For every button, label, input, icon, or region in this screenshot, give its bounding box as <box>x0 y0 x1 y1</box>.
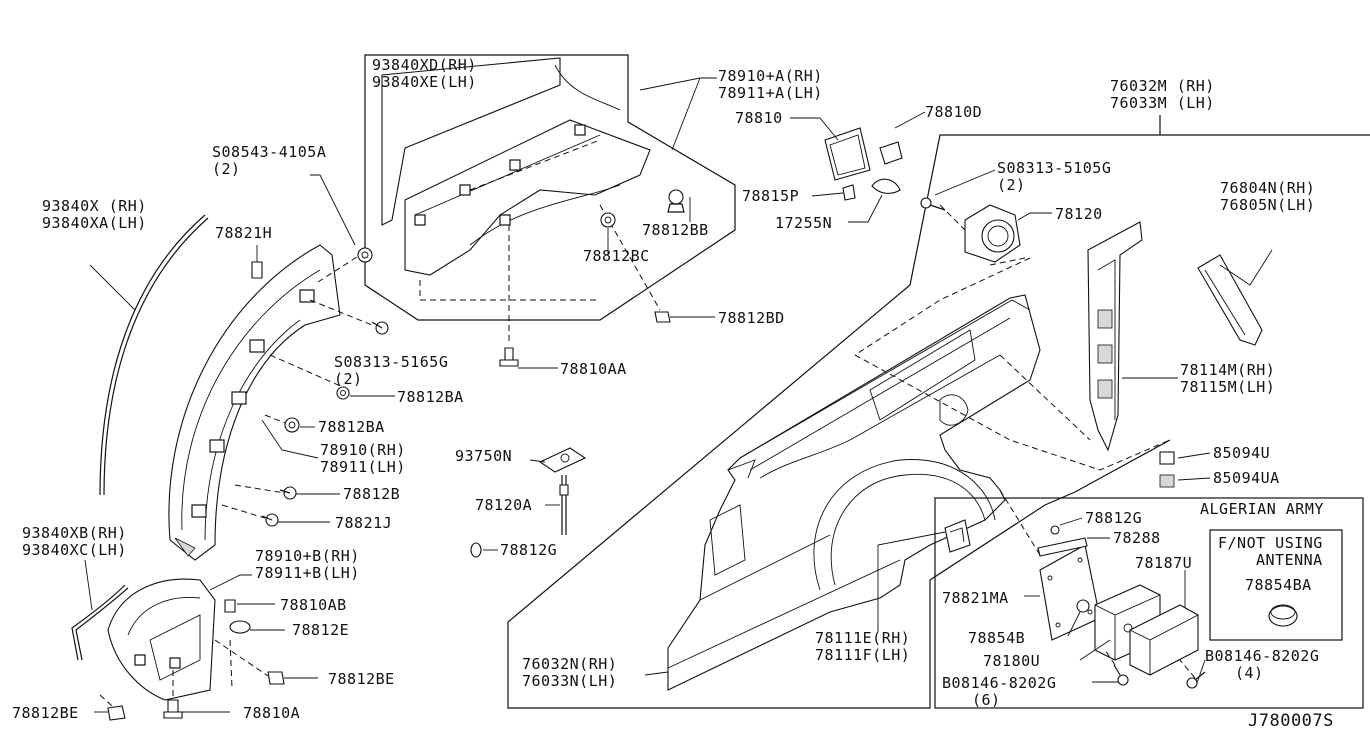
callout-78810ab: 78810AB <box>280 596 347 614</box>
clip-78812bb <box>667 189 685 213</box>
callout-76804n: 76804N(RH)76805N(LH) <box>1220 179 1316 214</box>
clip-78812bd <box>654 311 671 323</box>
plug-78854ba <box>1268 604 1298 627</box>
screw-08543 <box>357 247 373 263</box>
callout-78812bc: 78812BC <box>583 247 650 265</box>
bolt-08146-a <box>1186 671 1206 689</box>
callout-08146-8202g-b: B08146-8202G(6) <box>942 674 1057 709</box>
callout-08146-8202g-a: B08146-8202G(4) <box>1205 647 1320 682</box>
moulding-93840x <box>99 214 209 496</box>
clip-78812be-2 <box>107 705 126 721</box>
screw-78810a <box>163 699 183 719</box>
callout-78910: 78910(RH)78911(LH) <box>320 441 406 476</box>
wheelhouse-liner <box>381 57 651 276</box>
callout-78821h: 78821H <box>215 224 273 242</box>
callout-78812g-2: 78812G <box>500 541 558 559</box>
callout-78910a: 78910+A(RH)78911+A(LH) <box>718 67 823 102</box>
label-85094u <box>1159 451 1175 465</box>
callout-08313-5105g: S08313-5105G(2) <box>997 159 1112 194</box>
callout-76032n: 76032N(RH)76033N(LH) <box>522 655 618 690</box>
callout-85094u: 85094U <box>1213 444 1271 462</box>
callout-78810: 78810 <box>735 109 783 127</box>
callout-76032m: 76032M (RH)76033M (LH) <box>1110 77 1215 112</box>
algerian-army-box <box>934 497 1364 709</box>
callout-78821ma: 78821MA <box>942 589 1009 607</box>
callout-93840xb: 93840XB(RH)93840XC(LH) <box>22 524 127 559</box>
clip-78821j <box>261 513 279 527</box>
callout-78812e: 78812E <box>292 621 350 639</box>
diagram-id: J780007S <box>1248 711 1334 731</box>
unit-78187u <box>1129 604 1199 676</box>
screw-78810ab <box>224 599 236 613</box>
moulding-93840xb <box>71 584 129 661</box>
clip-78812ba-2 <box>284 417 300 433</box>
grommet-78854b <box>1076 599 1090 613</box>
screw-08313-5105g <box>920 197 946 211</box>
callout-78812be-2: 78812BE <box>12 704 79 722</box>
liner-group-boundary <box>364 54 736 321</box>
callout-78812bb: 78812BB <box>642 221 709 239</box>
callout-78815p: 78815P <box>742 187 800 205</box>
trim-76804n <box>1197 254 1263 346</box>
callout-78810aa: 78810AA <box>560 360 627 378</box>
callout-78187u: 78187U <box>1135 554 1193 572</box>
callout-17255n: 17255N <box>775 214 833 232</box>
callout-78180u: 78180U <box>983 652 1041 670</box>
callout-78111e: 78111E(RH)78111F(LH) <box>815 629 911 664</box>
filler-pocket-78120 <box>964 204 1021 263</box>
callout-78854ba: 78854BA <box>1245 576 1312 594</box>
callout-93750n: 93750N <box>455 447 513 465</box>
callout-78812g-1: 78812G <box>1085 509 1143 527</box>
rear-pillar-78114m <box>1087 221 1143 452</box>
callout-78854b: 78854B <box>968 629 1026 647</box>
screw-78810aa <box>499 347 519 367</box>
callout-85094ua: 85094UA <box>1213 469 1280 487</box>
callout-78812b: 78812B <box>343 485 401 503</box>
clip-78812be-1 <box>267 671 285 685</box>
callout-78120a: 78120A <box>475 496 533 514</box>
clip-78812ba-1 <box>336 386 350 400</box>
clip-78812b <box>279 486 297 500</box>
callout-78810a: 78810A <box>243 704 301 722</box>
callout-78812be-1: 78812BE <box>328 670 395 688</box>
rear-body-side-panel-76032n <box>667 294 1041 691</box>
fuel-filler-door-78810 <box>824 127 871 181</box>
callout-78812bd: 78812BD <box>718 309 785 327</box>
callout-08543-4105a: S08543-4105A(2) <box>212 143 327 178</box>
rod-78120a <box>559 475 569 535</box>
callout-78810d: 78810D <box>925 103 983 121</box>
callout-78288: 78288 <box>1113 529 1161 547</box>
callout-93840xd: 93840XD(RH)93840XE(LH) <box>372 56 477 91</box>
callout-78120: 78120 <box>1055 205 1103 223</box>
antenna-note-box <box>1209 529 1343 641</box>
wheel-arch-flare-78910 <box>168 244 341 561</box>
box-title-algerian-army: ALGERIAN ARMY <box>1200 500 1324 518</box>
bracket-93750n <box>538 447 587 473</box>
mud-flap-78910b <box>107 578 216 701</box>
clip-78812g <box>1050 525 1060 535</box>
label-85094ua <box>1159 474 1175 488</box>
callout-08313-5165g: S08313-5165G(2) <box>334 353 449 388</box>
bumper-78810d <box>879 141 903 165</box>
clip-78815p <box>842 184 856 201</box>
clip-78821h <box>251 261 263 279</box>
clip-78812bc <box>600 212 616 228</box>
clip-78812g-2 <box>470 542 482 558</box>
callout-78812ba-2: 78812BA <box>318 418 385 436</box>
spring-17255n <box>871 178 901 194</box>
callout-78910b: 78910+B(RH)78911+B(LH) <box>255 547 360 582</box>
bracket-78111e <box>944 519 971 553</box>
callout-78812ba-1: 78812BA <box>397 388 464 406</box>
screw-08313-5165g <box>371 321 389 335</box>
callout-78821j: 78821J <box>335 514 393 532</box>
bolt-08146-b <box>1113 664 1129 686</box>
callout-93840x: 93840X (RH)93840XA(LH) <box>42 197 147 232</box>
plate-78821ma <box>1039 544 1101 641</box>
callout-78114m: 78114M(RH)78115M(LH) <box>1180 361 1276 396</box>
clip-78812e <box>229 620 251 634</box>
